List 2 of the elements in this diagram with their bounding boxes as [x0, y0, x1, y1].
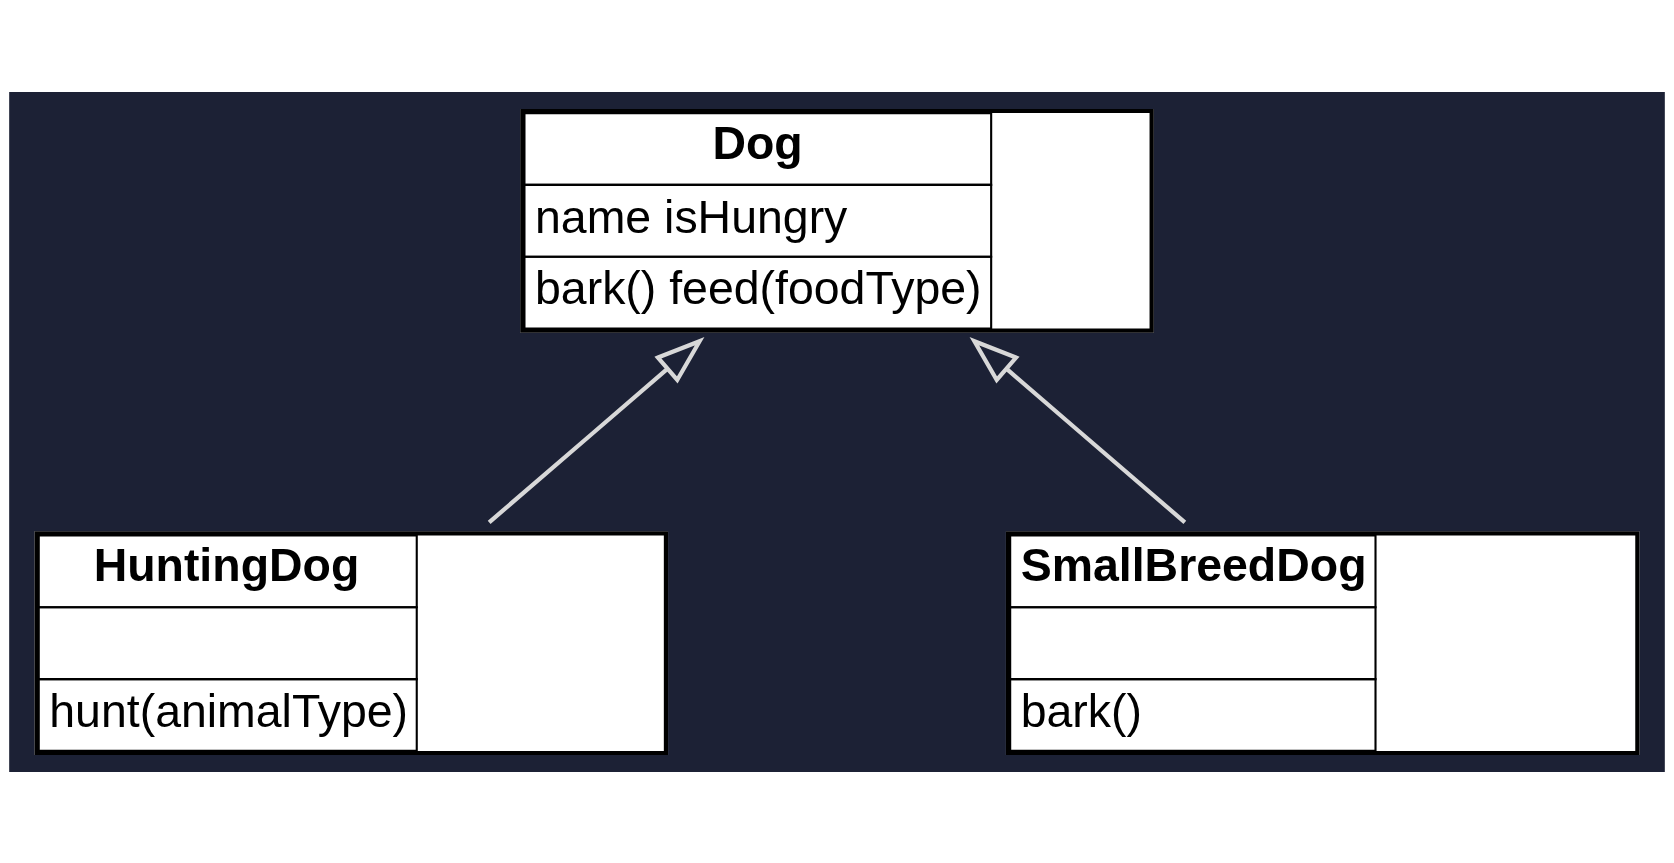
arrow	[487, 336, 705, 524]
arrow	[969, 336, 1187, 524]
